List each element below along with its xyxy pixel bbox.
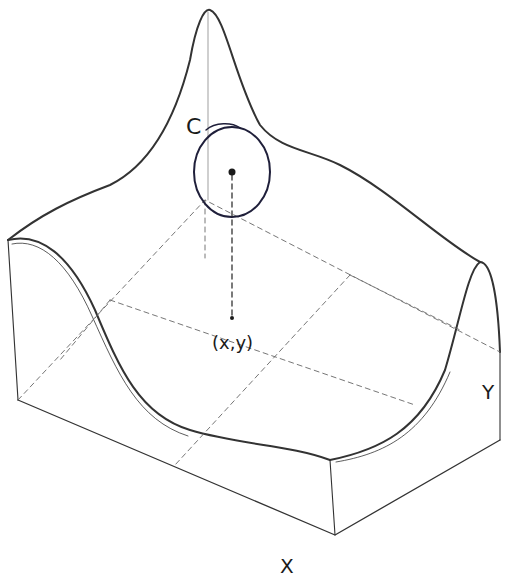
surface-point — [229, 169, 236, 176]
hidden-edge — [205, 200, 206, 258]
curve-c-stroke — [206, 124, 240, 130]
axis-label: X — [280, 556, 294, 576]
curve-label: C — [186, 116, 201, 138]
grid-line — [60, 300, 110, 360]
point-label: (x,y) — [212, 334, 253, 352]
wall-edge — [330, 460, 335, 535]
wall-edge — [8, 240, 18, 400]
base-point — [230, 316, 234, 320]
surface-edge — [8, 10, 480, 262]
surface-shade — [12, 243, 188, 436]
projection-line — [231, 175, 232, 315]
grid-line — [175, 275, 350, 465]
grid-line — [350, 275, 460, 330]
surface-edge — [330, 262, 500, 460]
grid-line — [110, 300, 415, 405]
base-edge — [18, 400, 500, 535]
guide-line — [208, 12, 209, 200]
hidden-edge — [18, 200, 500, 400]
axis-label: Y — [482, 382, 494, 402]
surface-shade — [336, 372, 450, 462]
wall-edge — [499, 352, 500, 440]
